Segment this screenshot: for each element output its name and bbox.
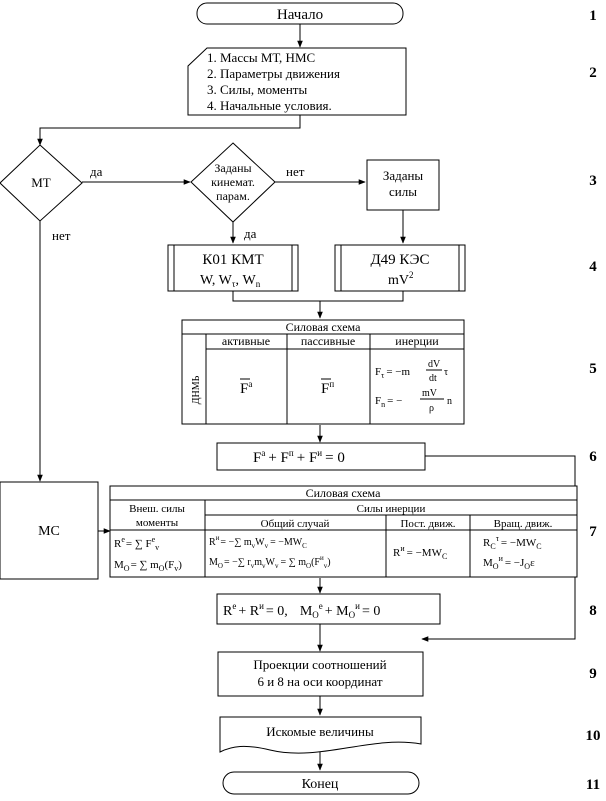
scheme1-active-force: Fa <box>240 379 252 397</box>
step-number-4: 4 <box>589 259 597 275</box>
k01-subroutine: К01 КМТ W, Wτ, Wn <box>167 244 299 292</box>
ms-label: МС <box>38 524 60 539</box>
equation-6: Fa+ Fп+ Fи= 0 <box>253 448 345 466</box>
kin-line-2: кинемат. <box>211 175 255 189</box>
mt-yes-label: да <box>90 164 103 179</box>
equation-6-block: Fa+ Fп+ Fи= 0 <box>216 442 426 471</box>
scheme1-inertia-2-tail: n <box>447 396 452 407</box>
kin-yes-label: да <box>244 226 257 241</box>
scheme2-ext-header-1: Внеш. силы <box>129 503 185 515</box>
equation-8-block: Re+ Rи= 0,MOe+ MOи= 0 <box>216 593 441 625</box>
scheme2-sub-translational: Пост. движ. <box>400 518 455 530</box>
step-number-3: 3 <box>589 173 597 189</box>
scheme2-inertia-header: Силы инерции <box>357 503 426 515</box>
input-line-2: 2. Параметры движения <box>207 66 340 81</box>
step-number-8: 8 <box>589 603 597 619</box>
scheme2-general-row-1: Rи= −∑ mvWv= −MWC <box>209 534 307 550</box>
kin-no-label: нет <box>286 164 305 179</box>
ms-block: МС <box>0 481 99 580</box>
scheme2-translational-row: Rи= −MWC <box>393 544 447 561</box>
scheme1-inertia-1-den: dt <box>429 373 437 384</box>
d49-subroutine: Д49 КЭС mV2 <box>334 244 466 292</box>
input-data-block: 1. Массы МТ, НМС 2. Параметры движения 3… <box>187 47 407 116</box>
k01-title: К01 КМТ <box>202 252 263 268</box>
scheme1-inertia-normal: Fn= − <box>375 395 402 409</box>
sought-values-label: Искомые величины <box>266 724 374 739</box>
d49-formula: mV2 <box>388 270 414 288</box>
step-number-5: 5 <box>589 361 597 377</box>
scheme1-side-label: ДНМЬ <box>191 375 202 404</box>
scheme1-inertia-1-tail: τ <box>444 367 448 378</box>
scheme1-title: Силовая схема <box>286 320 361 334</box>
projections-line-2: 6 и 8 на оси координат <box>257 674 382 689</box>
step-number-1: 1 <box>589 8 597 24</box>
step-number-9: 9 <box>589 666 597 682</box>
step-number-7: 7 <box>589 524 597 540</box>
input-line-4: 4. Начальные условия. <box>207 98 332 113</box>
scheme2-ext-header-2: моменты <box>136 517 179 529</box>
input-line-3: 3. Силы, моменты <box>207 82 307 97</box>
forces-given-line-2: силы <box>389 184 417 199</box>
scheme1-col-active: активные <box>222 334 270 348</box>
sought-values-document: Искомые величины <box>219 716 422 754</box>
force-scheme-table-2: Силовая схема Внеш. силы моменты Силы ин… <box>109 485 578 578</box>
kin-line-3: парам. <box>216 189 250 203</box>
connectors <box>37 24 576 771</box>
step-number-11: 11 <box>586 777 600 793</box>
scheme1-col-inertia: инерции <box>395 334 439 348</box>
scheme1-passive-force: Fп <box>321 379 334 397</box>
step-number-10: 10 <box>586 728 601 744</box>
equation-8: Re+ Rи= 0,MOe+ MOи= 0 <box>223 601 380 620</box>
step-number-2: 2 <box>589 65 597 81</box>
scheme1-inertia-1-num: dV <box>428 359 441 370</box>
scheme1-inertia-2-num: mV <box>422 388 438 399</box>
forces-given-block: Заданы силы <box>366 159 440 211</box>
scheme2-rotational-row-2: MOи= −JOε <box>483 554 535 571</box>
projections-line-1: Проекции соотношений <box>253 657 386 672</box>
end-terminal: Конец <box>222 771 420 795</box>
mt-decision-label: МТ <box>31 175 51 190</box>
d49-title: Д49 КЭС <box>370 252 429 268</box>
step-numbers: 1 2 3 4 5 6 7 8 9 10 11 <box>586 8 601 793</box>
scheme2-sub-general: Общий случай <box>261 518 330 530</box>
scheme1-col-passive: пассивные <box>301 334 355 348</box>
start-terminal: Начало <box>196 2 404 25</box>
scheme2-general-row-2: MO= −∑ rvmvWv= ∑ mO(Fиv) <box>209 554 331 570</box>
force-scheme-table-1: Силовая схема ДНМЬ активные пассивные ин… <box>181 319 465 425</box>
step-number-6: 6 <box>589 449 597 465</box>
scheme1-inertia-tangential: Fτ= −m <box>375 366 411 380</box>
scheme2-ext-row-1: Re= ∑ Fev <box>114 535 159 552</box>
mt-no-label: нет <box>52 228 71 243</box>
start-label: Начало <box>277 7 323 23</box>
scheme2-ext-row-2: MO= ∑ mO(Fv) <box>114 559 182 573</box>
forces-given-line-1: Заданы <box>383 168 424 183</box>
scheme1-inertia-2-den: ρ <box>429 403 434 414</box>
scheme2-rotational-row-1: RCτ= −MWC <box>483 534 542 551</box>
kin-line-1: Заданы <box>214 161 251 175</box>
k01-formula: W, Wτ, Wn <box>200 273 261 289</box>
scheme2-sub-rotational: Вращ. движ. <box>494 518 553 530</box>
kinematic-decision: Заданы кинемат. парам. <box>190 142 276 223</box>
scheme2-title: Силовая схема <box>306 486 381 500</box>
mt-decision: МТ <box>0 144 83 222</box>
input-line-1: 1. Массы МТ, НМС <box>207 50 315 65</box>
projections-block: Проекции соотношений 6 и 8 на оси коорди… <box>217 651 424 697</box>
end-label: Конец <box>302 777 339 792</box>
